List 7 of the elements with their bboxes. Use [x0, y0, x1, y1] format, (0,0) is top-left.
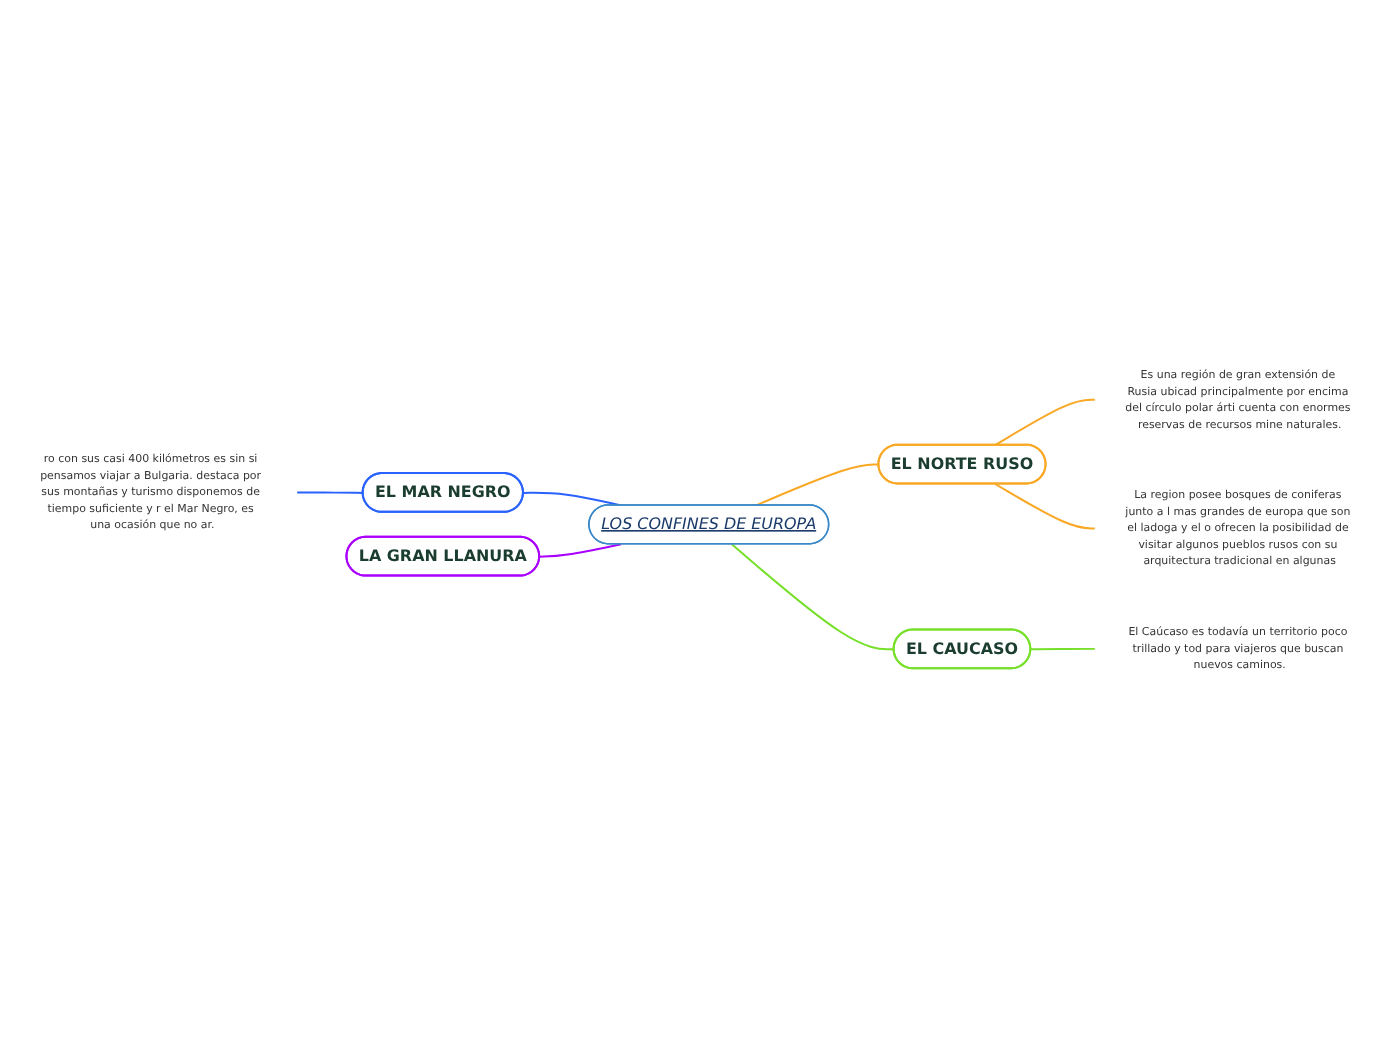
connector — [730, 543, 896, 651]
connector — [754, 463, 880, 507]
connector — [1029, 647, 1097, 651]
connector — [994, 482, 1097, 530]
connector — [295, 491, 365, 494]
connector — [994, 398, 1097, 446]
connector — [538, 543, 623, 558]
